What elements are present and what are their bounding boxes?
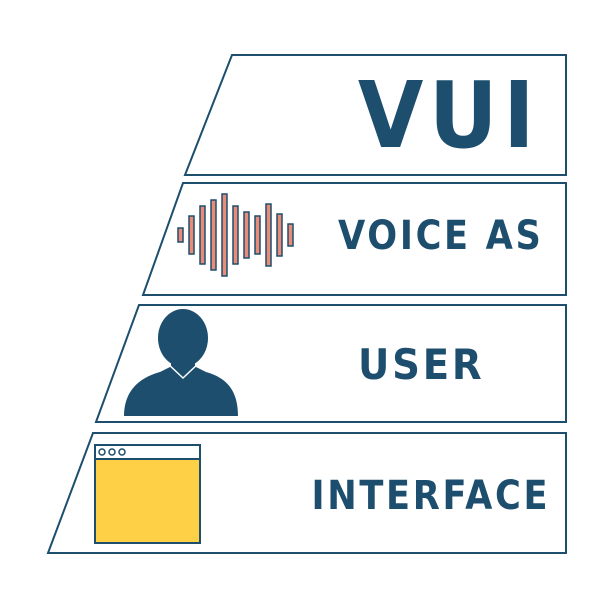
row-panel-1 bbox=[141, 182, 567, 296]
person-silhouette-icon bbox=[124, 309, 238, 416]
title-vui: VUI bbox=[357, 62, 540, 169]
browser-window-icon bbox=[94, 444, 201, 544]
row-label-voice-as: VOICE AS bbox=[338, 213, 544, 259]
row-label-interface: INTERFACE bbox=[311, 473, 550, 519]
title-panel bbox=[183, 54, 567, 176]
sound-wave-icon bbox=[177, 193, 294, 277]
row-label-user: USER bbox=[357, 340, 484, 389]
